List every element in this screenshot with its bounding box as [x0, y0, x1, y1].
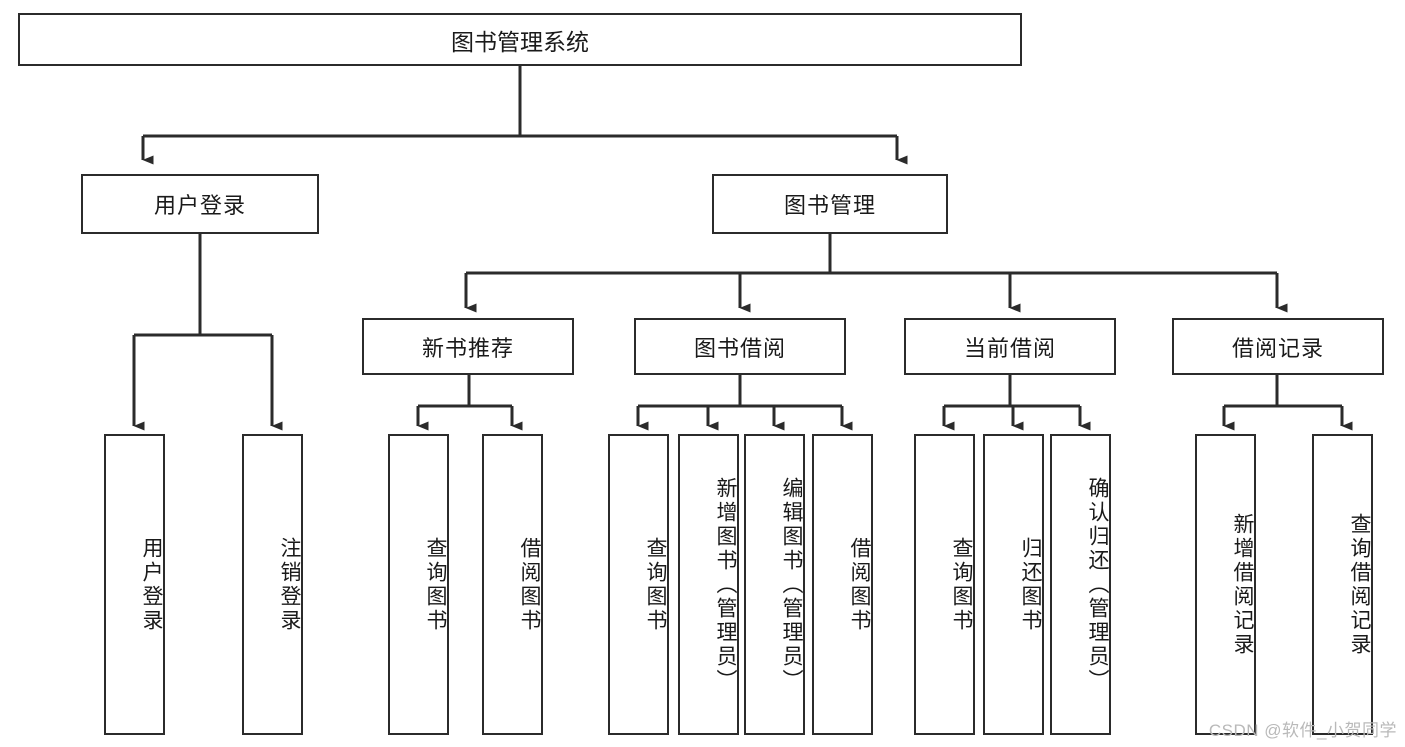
node-label: 编辑图书（管理员） [780, 476, 803, 693]
node-label: 借阅图书 [518, 536, 541, 633]
node-borrow-record[interactable]: 借阅记录 [1172, 318, 1384, 375]
node-book-borrow[interactable]: 图书借阅 [634, 318, 846, 375]
node-book-management[interactable]: 图书管理 [712, 174, 948, 234]
node-label: 确认归还（管理员） [1086, 476, 1109, 693]
node-current-borrow[interactable]: 当前借阅 [904, 318, 1116, 375]
csdn-watermark: CSDN @软件_小贺同学 [1208, 721, 1397, 740]
node-label: 查询图书 [424, 536, 447, 633]
node-label: 新增借阅记录 [1231, 512, 1254, 657]
leaf-query-book-current[interactable]: 查询图书 [914, 434, 975, 735]
node-label: 查询图书 [950, 536, 973, 633]
node-label: 查询图书 [644, 536, 667, 633]
node-label: 图书借阅 [693, 335, 786, 361]
node-label: 用户登录 [140, 536, 163, 633]
node-label: 当前借阅 [963, 335, 1056, 361]
leaf-borrow-book[interactable]: 借阅图书 [812, 434, 873, 735]
leaf-edit-book-admin[interactable]: 编辑图书（管理员） [744, 434, 805, 735]
leaf-return-book[interactable]: 归还图书 [983, 434, 1044, 735]
leaf-borrow-book-recommend[interactable]: 借阅图书 [482, 434, 543, 735]
leaf-query-book-recommend[interactable]: 查询图书 [388, 434, 449, 735]
node-label: 注销登录 [278, 536, 301, 633]
node-new-book-recommend[interactable]: 新书推荐 [362, 318, 574, 375]
node-root-system[interactable]: 图书管理系统 [18, 13, 1022, 66]
node-label: 用户登录 [153, 193, 246, 218]
node-label: 归还图书 [1019, 536, 1042, 633]
node-label: 借阅图书 [848, 536, 871, 633]
leaf-user-login[interactable]: 用户登录 [104, 434, 165, 735]
leaf-query-book-borrow[interactable]: 查询图书 [608, 434, 669, 735]
leaf-query-borrow-record[interactable]: 查询借阅记录 [1312, 434, 1373, 735]
leaf-confirm-return-admin[interactable]: 确认归还（管理员） [1050, 434, 1111, 735]
node-label: 新书推荐 [421, 335, 514, 361]
leaf-logout[interactable]: 注销登录 [242, 434, 303, 735]
node-label: 图书管理系统 [451, 28, 589, 55]
node-label: 查询借阅记录 [1348, 512, 1371, 657]
node-user-login[interactable]: 用户登录 [81, 174, 319, 234]
node-label: 新增图书（管理员） [714, 476, 737, 693]
leaf-add-book-admin[interactable]: 新增图书（管理员） [678, 434, 739, 735]
node-label: 借阅记录 [1231, 335, 1324, 361]
node-label: 图书管理 [783, 193, 876, 218]
leaf-add-borrow-record[interactable]: 新增借阅记录 [1195, 434, 1256, 735]
